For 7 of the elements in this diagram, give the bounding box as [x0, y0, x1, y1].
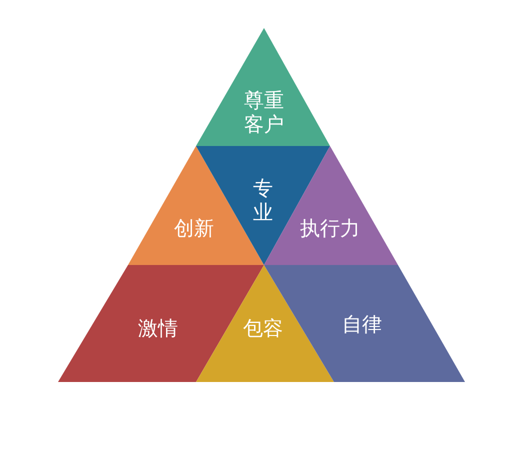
segment-label: 尊重客户: [243, 88, 285, 136]
segment-label: 专业: [252, 176, 274, 224]
segment-label: 创新: [173, 216, 215, 240]
segment-label: 激情: [137, 316, 179, 340]
segment-label: 执行力: [299, 216, 361, 240]
segment-label: 包容: [242, 316, 284, 340]
segment-label: 自律: [341, 312, 383, 336]
